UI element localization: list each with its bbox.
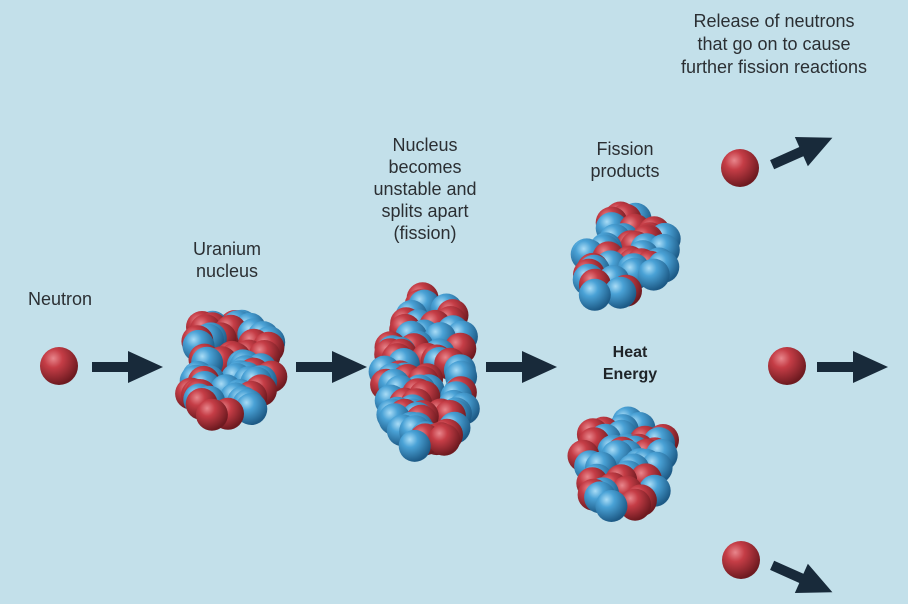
neutron-sphere bbox=[595, 490, 628, 522]
release-label-line3: further fission reactions bbox=[680, 57, 868, 77]
unstable-label-line3: unstable and bbox=[373, 179, 477, 199]
neutron-sphere bbox=[604, 276, 637, 309]
uranium-nucleus-icon bbox=[175, 309, 288, 431]
released-neutron-middle-icon bbox=[768, 347, 806, 385]
neutron-sphere bbox=[578, 278, 611, 311]
incoming-neutron-icon bbox=[40, 347, 78, 385]
splitting-nucleus-icon bbox=[368, 282, 480, 462]
arrow-icon-down-right bbox=[770, 560, 833, 593]
unstable-label-line2: becomes bbox=[388, 157, 462, 177]
neutron-sphere bbox=[398, 429, 431, 462]
arrow-icon-3 bbox=[486, 351, 557, 383]
arrow-icon-up-right bbox=[770, 137, 833, 170]
released-neutron-bottom-icon bbox=[722, 541, 760, 579]
neutron-sphere bbox=[637, 258, 670, 291]
proton-sphere bbox=[428, 423, 461, 456]
arrow-icon-2 bbox=[296, 351, 367, 383]
arrow-icon-1 bbox=[92, 351, 163, 383]
neutron-label: Neutron bbox=[27, 289, 93, 309]
uranium-label-line2: nucleus bbox=[195, 261, 259, 281]
unstable-label-line5: (fission) bbox=[393, 223, 457, 243]
fission-product-bottom-icon bbox=[567, 406, 679, 522]
unstable-label-line1: Nucleus bbox=[392, 135, 458, 155]
release-label-line2: that go on to cause bbox=[697, 34, 851, 54]
heat-energy-label-line2: Energy bbox=[602, 366, 658, 383]
fission-product-top-icon bbox=[570, 201, 681, 311]
proton-sphere bbox=[195, 398, 228, 431]
arrow-icon-right bbox=[817, 351, 888, 383]
release-label-line1: Release of neutrons bbox=[693, 11, 855, 31]
released-neutron-top-icon bbox=[721, 149, 759, 187]
uranium-label-line1: Uranium bbox=[192, 239, 262, 259]
heat-energy-label-line1: Heat bbox=[612, 344, 648, 361]
products-label-line1: Fission bbox=[596, 139, 654, 159]
unstable-label-line4: splits apart bbox=[381, 201, 469, 221]
proton-sphere bbox=[619, 488, 652, 521]
products-label-line2: products bbox=[590, 161, 660, 181]
